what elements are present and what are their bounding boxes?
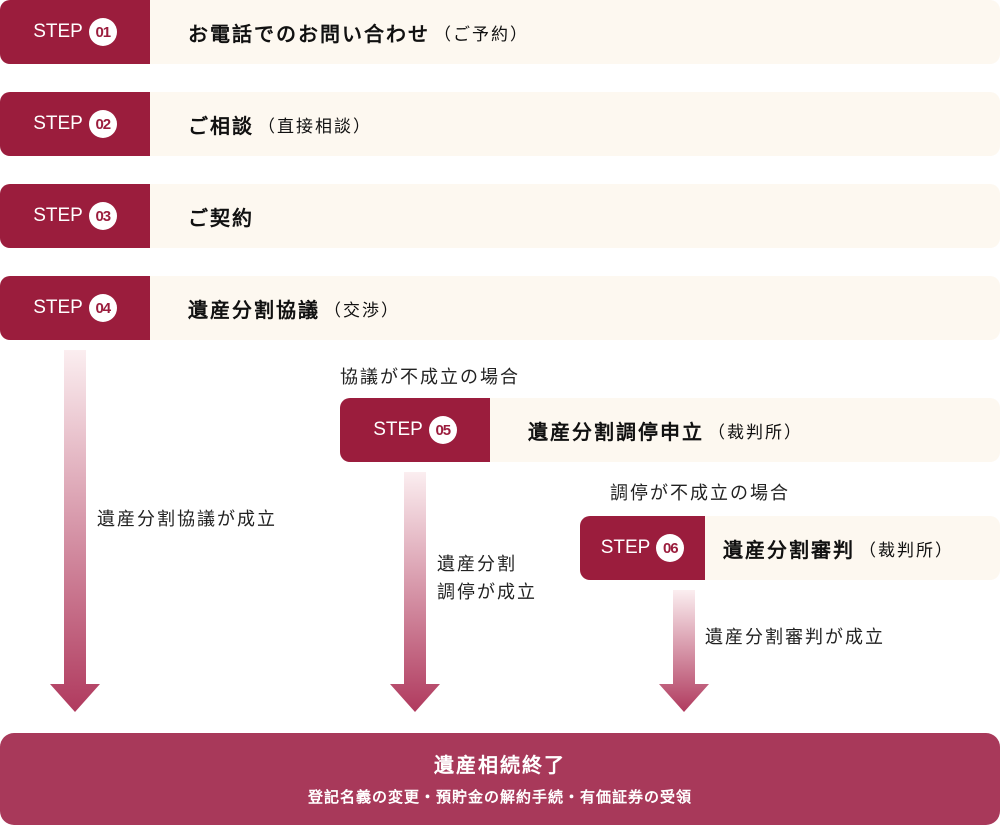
step-title: お電話でのお問い合わせ（ご予約） bbox=[150, 0, 529, 64]
step-label: STEP bbox=[373, 419, 423, 440]
kyogi-fail-label: 協議が不成立の場合 bbox=[340, 367, 520, 388]
step-title-text: お電話でのお問い合わせ bbox=[188, 21, 430, 46]
chotei-ok-label-2: 調停が成立 bbox=[437, 582, 537, 603]
step-label: STEP bbox=[600, 537, 651, 558]
step-note: （裁判所） bbox=[708, 422, 803, 443]
step-title: 遺産分割調停申立（裁判所） bbox=[490, 398, 803, 462]
step-title-text: 遺産分割調停申立 bbox=[528, 419, 704, 444]
chotei-ok-label-1: 遺産分割 bbox=[437, 554, 517, 575]
step-title-text: ご相談 bbox=[188, 113, 254, 138]
step-label: STEP bbox=[33, 297, 83, 318]
shinpan-ok-label: 遺産分割審判が成立 bbox=[705, 627, 885, 648]
step-number: 03 bbox=[88, 202, 117, 230]
step-label: STEP bbox=[33, 113, 83, 134]
chotei-fail-label: 調停が不成立の場合 bbox=[610, 483, 790, 504]
down-arrow-icon bbox=[50, 350, 100, 712]
step-note: （ご予約） bbox=[434, 24, 529, 45]
step-title: ご契約 bbox=[150, 184, 254, 248]
step-number: 06 bbox=[656, 534, 685, 562]
step-note: （交渉） bbox=[324, 300, 400, 321]
step-title: 遺産分割審判（裁判所） bbox=[705, 516, 954, 580]
step-title: ご相談（直接相談） bbox=[150, 92, 372, 156]
kyogi-ok-label: 遺産分割協議が成立 bbox=[97, 509, 277, 530]
step-number: 01 bbox=[88, 18, 117, 46]
down-arrow-icon bbox=[390, 472, 440, 712]
step-number: 04 bbox=[88, 294, 117, 322]
step-note: （裁判所） bbox=[859, 540, 954, 561]
step-number: 02 bbox=[88, 110, 117, 138]
final-title: 遺産相続終了 bbox=[434, 753, 566, 777]
step-title-text: 遺産分割協議 bbox=[188, 297, 320, 322]
step-title-text: ご契約 bbox=[188, 205, 254, 230]
step-note: （直接相談） bbox=[258, 116, 372, 137]
final-box: 遺産相続終了 登記名義の変更・預貯金の解約手続・有価証券の受領 bbox=[0, 733, 1000, 825]
step-title-text: 遺産分割審判 bbox=[723, 537, 855, 562]
step-title: 遺産分割協議（交渉） bbox=[150, 276, 400, 340]
step-number: 05 bbox=[428, 416, 457, 444]
final-subtitle: 登記名義の変更・預貯金の解約手続・有価証券の受領 bbox=[307, 788, 692, 806]
down-arrow-icon bbox=[659, 590, 709, 712]
step-label: STEP bbox=[33, 205, 83, 226]
step-label: STEP bbox=[33, 21, 83, 42]
